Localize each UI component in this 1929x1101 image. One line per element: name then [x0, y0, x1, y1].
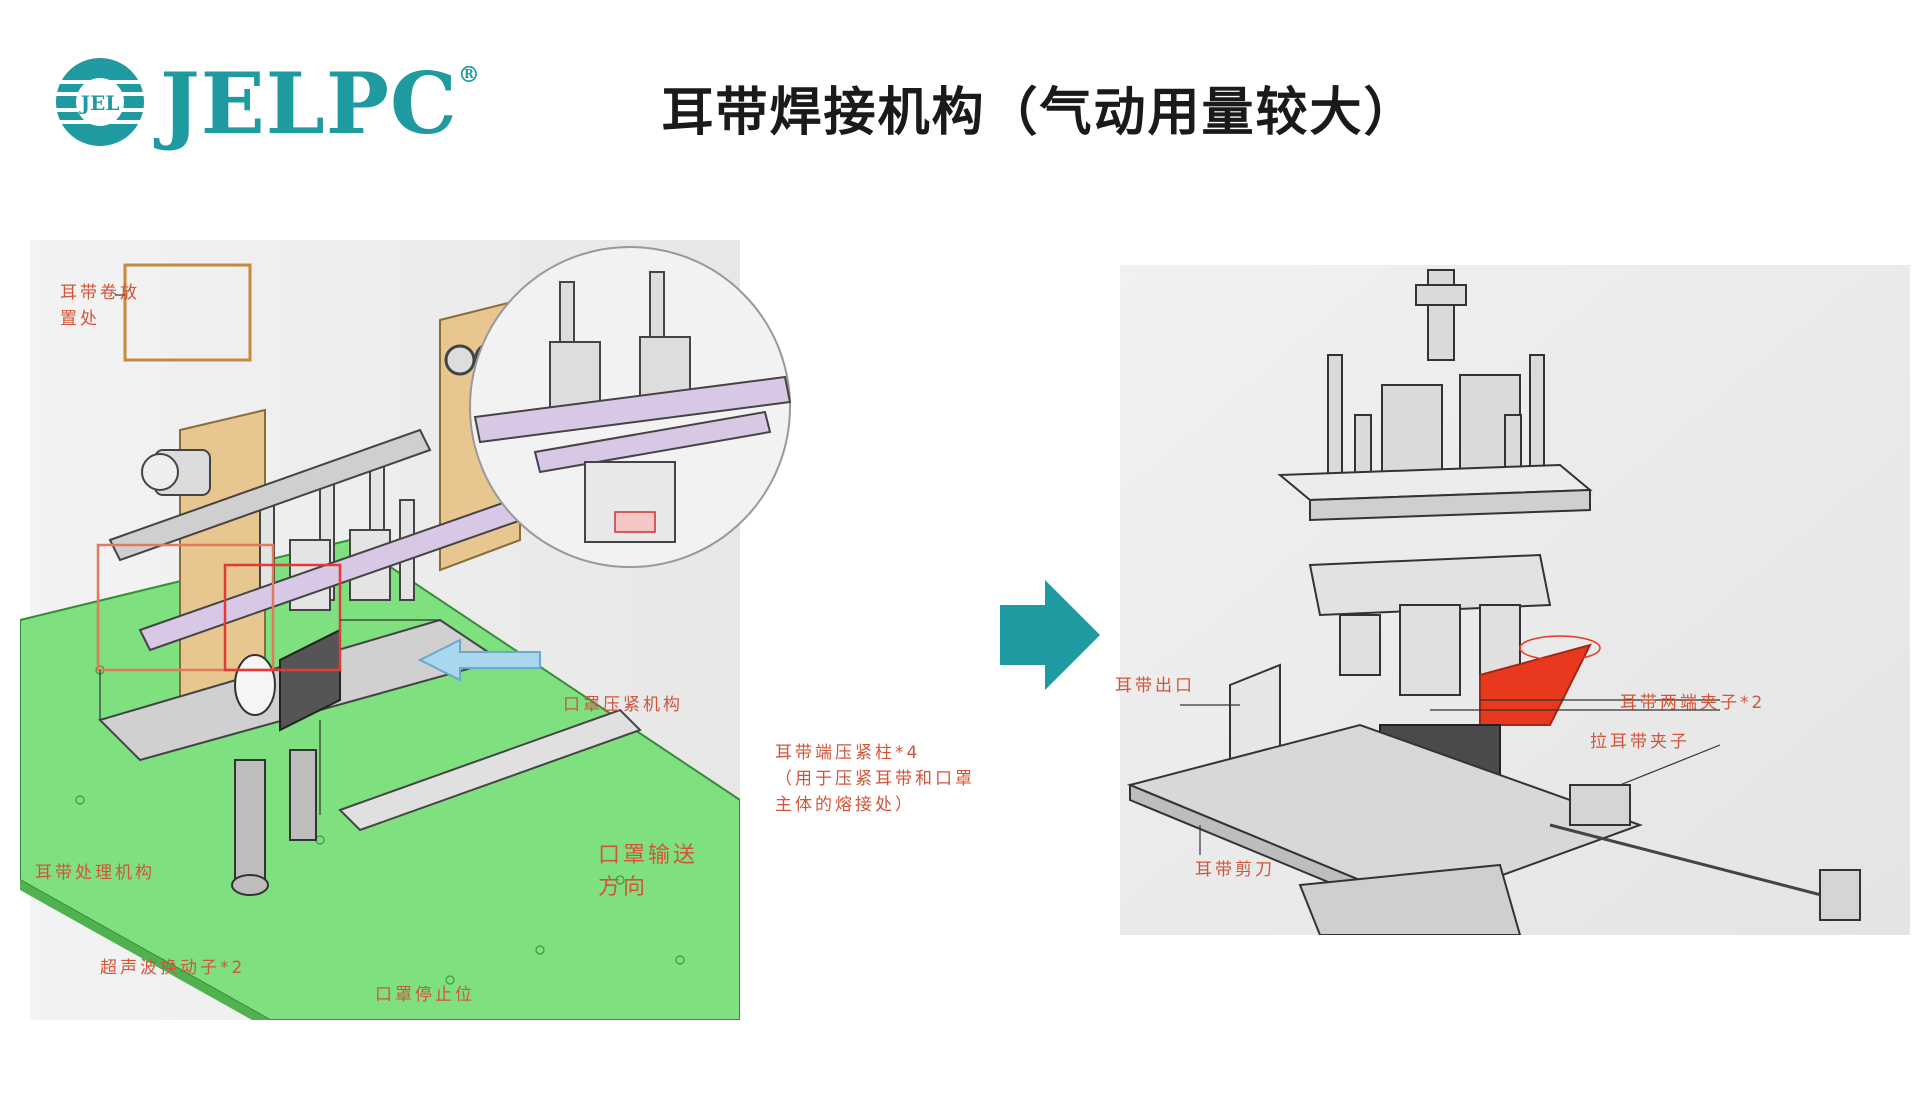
left-diagram: 耳带卷放置处 口罩压紧机构 耳带端压紧柱*4 （用于压紧耳带和口罩主体的熔接处）… [20, 240, 972, 1020]
red-clamp-part [1479, 643, 1592, 726]
label-transport-dir: 口罩输送方向 [598, 843, 699, 900]
label-outlet: 耳带出口 [1115, 676, 1195, 696]
label-ultrasonic: 超声波换动子*2 [100, 958, 246, 978]
label-press-rods: 耳带端压紧柱*4 [775, 743, 921, 763]
right-machine-illustration [1120, 265, 1910, 935]
ear-process-box [96, 543, 275, 672]
flow-arrow [1000, 580, 1100, 690]
logo: JEL [50, 52, 470, 152]
label-reel: 耳带卷放置处 [60, 283, 140, 329]
label-cutter: 耳带剪刀 [1195, 860, 1275, 880]
label-stop-pos: 口罩停止位 [375, 985, 475, 1005]
label-ear-process: 耳带处理机构 [35, 863, 155, 883]
logo-registered-mark: ® [457, 62, 481, 88]
right-arrow-icon [1000, 580, 1100, 690]
reel-area-box [123, 263, 252, 362]
logo-emblem-icon: JEL [56, 58, 144, 146]
logo-emblem-text: JEL [79, 91, 120, 115]
logo-brand: JELPC® [160, 54, 481, 153]
label-clamps: 耳带两端夹子*2 [1620, 693, 1766, 713]
right-diagram: 耳带出口 耳带两端夹子*2 拉耳带夹子 耳带剪刀 [1115, 265, 1910, 935]
logo-brand-text: JELPC [160, 54, 458, 153]
stop-pos-box [223, 563, 342, 672]
label-press-mech: 口罩压紧机构 [563, 695, 683, 715]
transport-arrow-icon [417, 638, 541, 682]
left-machine-illustration [20, 240, 740, 1020]
page-title: 耳带焊接机构（气动用量较大） [661, 82, 1418, 143]
label-pull-clamp: 拉耳带夹子 [1590, 732, 1690, 752]
label-press-rods-note: （用于压紧耳带和口罩主体的熔接处） [775, 769, 975, 815]
zoom-detail-circle [469, 246, 792, 568]
